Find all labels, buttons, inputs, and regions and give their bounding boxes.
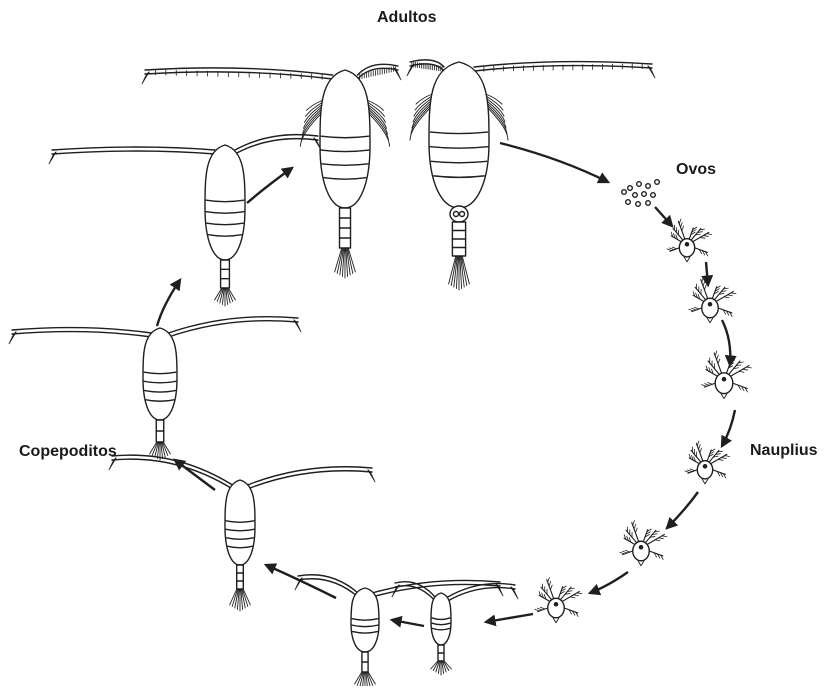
nauplius-1-illustration — [667, 219, 712, 262]
label-copepodites: Copepoditos — [19, 443, 117, 461]
label-eggs: Ovos — [676, 161, 716, 179]
eggs-illustration — [622, 180, 660, 207]
copepodite-1-illustration — [392, 582, 518, 675]
arrow-c5-to-adults — [247, 168, 292, 203]
nauplius-4-illustration — [685, 441, 730, 484]
nauplius-3-illustration — [702, 351, 752, 399]
arrow-adults-to-eggs — [500, 143, 608, 182]
adult-female-illustration — [407, 60, 655, 290]
arrow-n5-to-n6 — [590, 572, 628, 593]
adult-male-illustration — [142, 64, 401, 278]
arrow-c4-to-c5 — [157, 280, 180, 326]
copepodite-4-illustration — [9, 317, 301, 460]
label-adults: Adultos — [377, 9, 437, 27]
arrow-n4-to-n5 — [667, 492, 698, 528]
arrow-n2-to-n3 — [722, 320, 730, 365]
copepodite-3-illustration — [109, 455, 375, 611]
arrow-eggs-to-n1 — [655, 207, 672, 226]
arrow-n6-to-c1 — [486, 614, 533, 622]
arrow-n3-to-n4 — [722, 410, 735, 446]
arrow-c2-to-c3 — [266, 565, 336, 598]
label-nauplius: Nauplius — [750, 442, 818, 460]
arrow-n1-to-n2 — [706, 262, 708, 285]
nauplius-6-illustration — [535, 577, 582, 622]
copepodite-5-illustration — [49, 135, 321, 306]
nauplius-2-illustration — [689, 277, 736, 322]
nauplius-5-illustration — [620, 520, 667, 565]
arrow-c3-to-c4 — [175, 460, 215, 490]
arrow-c1-to-c2 — [392, 620, 424, 626]
